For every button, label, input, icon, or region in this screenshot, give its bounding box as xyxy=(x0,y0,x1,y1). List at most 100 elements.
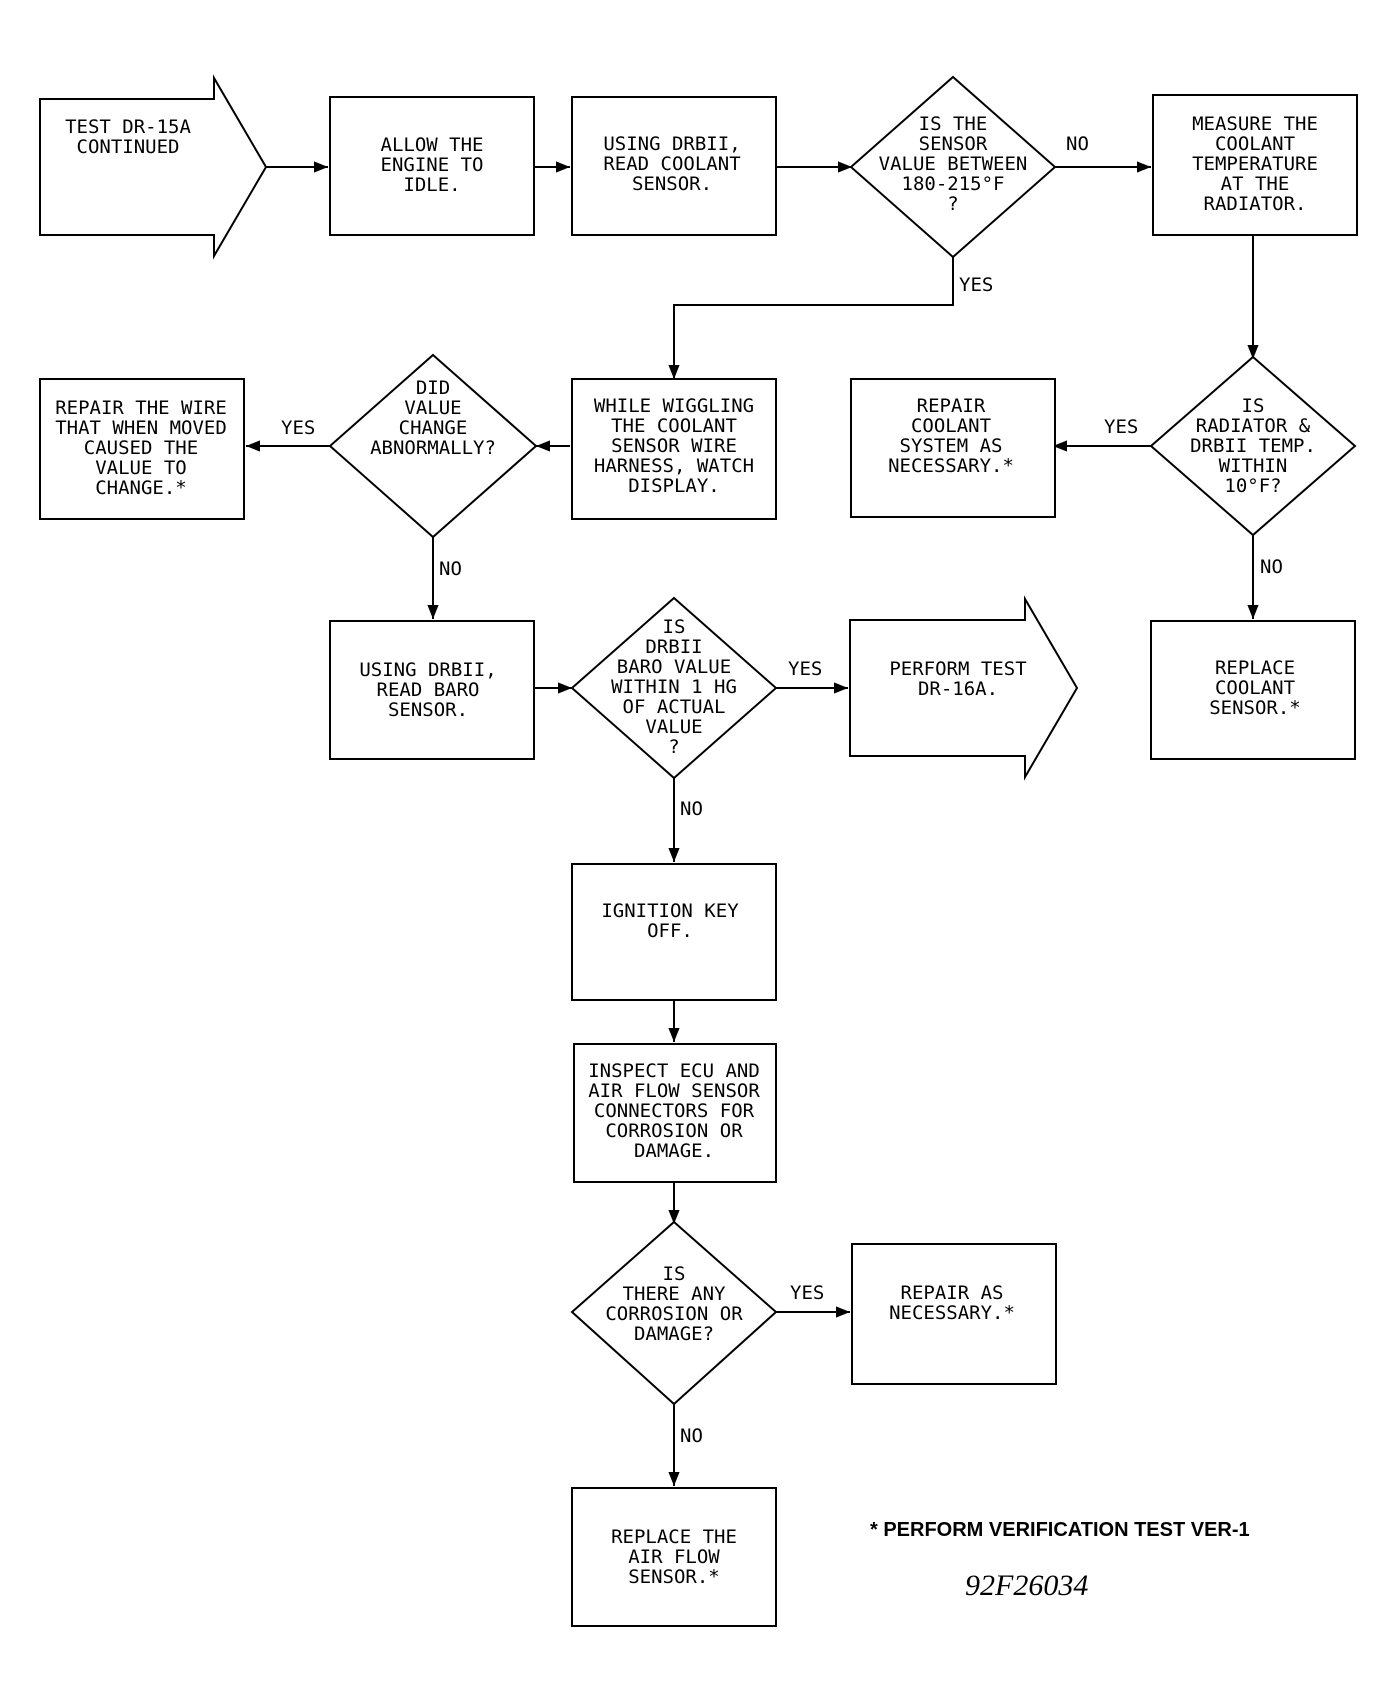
label-line: WITHIN xyxy=(1219,455,1288,477)
label-line: IDLE. xyxy=(403,174,460,196)
label-radiator-yes: YES xyxy=(1104,416,1138,438)
label-line: ENGINE TO xyxy=(381,154,484,176)
label-change-yes: YES xyxy=(281,417,315,439)
label-line: INSPECT ECU AND xyxy=(588,1060,760,1082)
wiggle-harness-box xyxy=(571,378,777,520)
label-line: SENSOR.* xyxy=(628,1566,720,1588)
label-line: ? xyxy=(668,736,679,758)
connectors xyxy=(246,161,1259,1486)
label-line: WITHIN 1 HG xyxy=(611,676,737,698)
repair-wire-box xyxy=(39,378,245,520)
label-line: SENSOR. xyxy=(388,699,468,721)
label-line: SYSTEM AS xyxy=(900,435,1003,457)
label-line: ALLOW THE xyxy=(381,134,484,156)
label-line: DRBII xyxy=(645,636,702,658)
label-sensor-no: NO xyxy=(1066,133,1089,155)
label-line: DISPLAY. xyxy=(628,475,720,497)
label-line: VALUE BETWEEN xyxy=(879,153,1028,175)
label-line: SENSOR. xyxy=(632,173,712,195)
label-line: THERE ANY xyxy=(623,1283,727,1305)
label-line: REPAIR THE WIRE xyxy=(55,397,227,419)
label-line: DAMAGE? xyxy=(634,1323,714,1345)
repair-as-necessary-box xyxy=(851,1243,1057,1385)
read-coolant-box xyxy=(571,96,777,236)
label-line: REPLACE xyxy=(1215,657,1295,679)
label-line: VALUE TO xyxy=(95,457,187,479)
label-line: COOLANT xyxy=(911,415,991,437)
label-sensor-yes: YES xyxy=(959,274,993,296)
edge-sensor-yes xyxy=(668,257,954,379)
label-line: VALUE xyxy=(645,716,702,738)
label-line: ? xyxy=(947,193,958,215)
label-line: OF ACTUAL xyxy=(623,696,726,718)
label-line: IS THE xyxy=(919,113,988,135)
label-line: SENSOR.* xyxy=(1209,697,1301,719)
label-corrosion-yes: YES xyxy=(790,1282,824,1304)
label-line: CORROSION OR xyxy=(605,1120,743,1142)
figure-id: 92F26034 xyxy=(965,1569,1088,1602)
label-line: REPLACE THE xyxy=(611,1526,737,1548)
label-line: REPAIR AS xyxy=(901,1282,1004,1304)
measure-coolant-box xyxy=(1152,94,1358,236)
label-line: SENSOR xyxy=(919,133,988,155)
perform-dr16a-arrow-shape xyxy=(849,595,1079,781)
label-line: THAT WHEN MOVED xyxy=(55,417,227,439)
read-baro-box xyxy=(329,620,535,760)
label-line: ABNORMALLY? xyxy=(370,437,496,459)
label-line: CORROSION OR xyxy=(605,1303,743,1325)
edge-labels: NO YES YES NO YES NO YES NO YES NO xyxy=(281,133,1283,1447)
label-line: IS xyxy=(1242,395,1265,417)
label-line: NECESSARY.* xyxy=(888,455,1014,477)
label-line: TEMPERATURE xyxy=(1192,153,1318,175)
label-line: AIR FLOW SENSOR xyxy=(588,1080,760,1102)
label-line: USING DRBII, xyxy=(359,659,496,681)
label-line: CHANGE xyxy=(399,417,468,439)
label-line: CONTINUED xyxy=(77,136,180,158)
label-line: 10°F? xyxy=(1224,475,1281,497)
label-baro-no: NO xyxy=(680,798,703,820)
label-line: SENSOR WIRE xyxy=(611,435,737,457)
label-line: CAUSED THE xyxy=(84,437,198,459)
shapes xyxy=(39,74,1358,1627)
label-line: COOLANT xyxy=(1215,677,1295,699)
ignition-off-box xyxy=(571,863,777,1001)
radiator-temp-decision xyxy=(1149,355,1357,537)
label-line: BARO VALUE xyxy=(617,656,731,678)
label-line: OFF. xyxy=(647,920,693,942)
label-line: HARNESS, WATCH xyxy=(594,455,754,477)
label-corrosion-no: NO xyxy=(680,1425,703,1447)
replace-coolant-sensor-box xyxy=(1150,620,1356,760)
label-line: DR-16A. xyxy=(918,678,998,700)
label-baro-yes: YES xyxy=(788,658,822,680)
label-line: COOLANT xyxy=(1215,133,1295,155)
label-line: USING DRBII, xyxy=(603,133,740,155)
baro-value-decision xyxy=(570,596,778,780)
label-line: NECESSARY.* xyxy=(889,1302,1015,1324)
label-line: READ COOLANT xyxy=(603,153,740,175)
label-line: REPAIR xyxy=(917,395,986,417)
label-line: 180-215°F xyxy=(902,173,1005,195)
label-line: CHANGE.* xyxy=(95,477,187,499)
label-line: VALUE xyxy=(404,397,461,419)
label-line: IS xyxy=(663,616,686,638)
replace-air-flow-box xyxy=(571,1487,777,1627)
sensor-value-decision xyxy=(849,75,1057,259)
label-line: IGNITION KEY xyxy=(601,900,739,922)
